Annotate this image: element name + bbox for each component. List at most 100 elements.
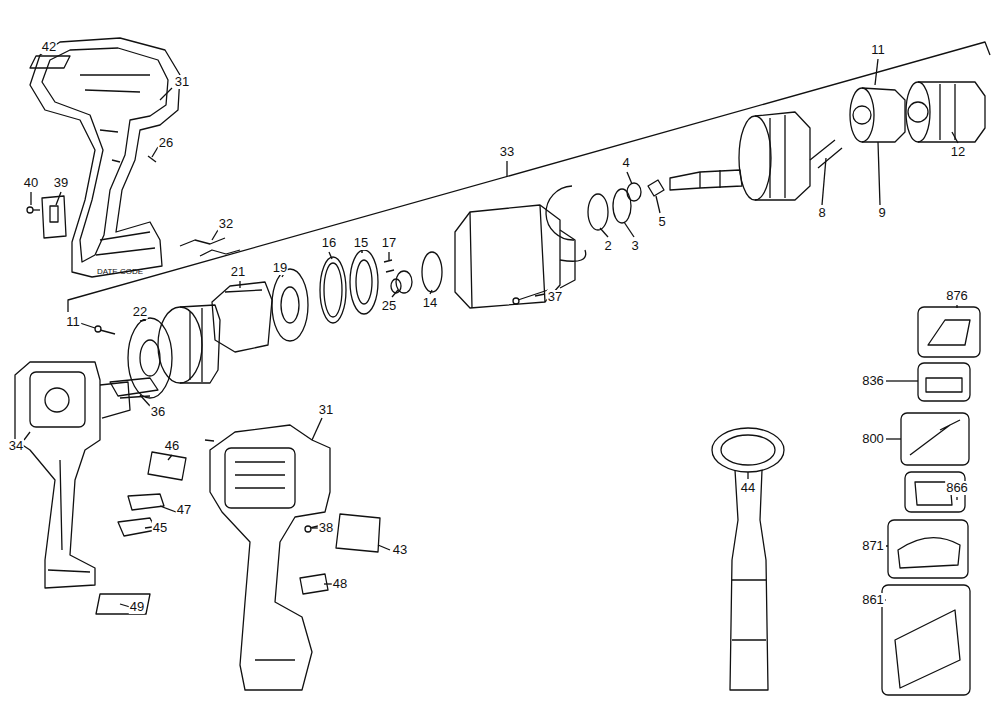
clutch-collar xyxy=(850,88,905,142)
callout-number: 11 xyxy=(870,43,886,57)
callout-number: 11 xyxy=(65,315,81,329)
leader-line xyxy=(212,230,218,240)
circuit-board xyxy=(212,282,272,352)
callout-number: 15 xyxy=(353,236,369,250)
retaining-ring xyxy=(588,194,608,230)
leader-line xyxy=(24,59,958,607)
stator-end xyxy=(272,269,308,341)
leader-line xyxy=(956,305,957,308)
side-handle xyxy=(730,470,768,690)
leader-line xyxy=(56,192,61,205)
side-handle xyxy=(712,428,784,472)
sticker xyxy=(300,574,328,594)
washer xyxy=(627,183,641,201)
callout-number: 38 xyxy=(318,521,334,535)
motor xyxy=(158,305,220,383)
pin xyxy=(205,440,214,441)
accessory-box xyxy=(882,307,980,695)
switch-part xyxy=(118,518,156,536)
screw xyxy=(513,290,548,304)
screw xyxy=(518,290,548,300)
housing-half xyxy=(96,232,155,255)
callout-number: 22 xyxy=(132,305,148,319)
leader-line xyxy=(886,438,901,439)
callout-number: 12 xyxy=(950,145,966,159)
ring-gear xyxy=(739,112,810,200)
accessory-box xyxy=(895,610,960,688)
leader-line xyxy=(656,196,660,213)
callout-number: 17 xyxy=(381,236,397,250)
retaining-ring xyxy=(613,189,631,223)
callout-number: 43 xyxy=(392,543,408,557)
leader-line xyxy=(624,222,634,237)
callout-number: 45 xyxy=(152,521,168,535)
callout-number: 39 xyxy=(53,176,69,190)
motor xyxy=(158,307,202,383)
sticker xyxy=(300,574,328,594)
clutch-collar xyxy=(862,88,905,142)
callout-number: 32 xyxy=(218,217,234,231)
bushing xyxy=(391,271,412,293)
leader-line xyxy=(430,290,432,294)
callout-number: 3 xyxy=(630,239,639,253)
motor-housing xyxy=(100,382,130,418)
switch-part xyxy=(128,494,164,510)
bracket xyxy=(68,42,990,312)
leader-line xyxy=(168,455,172,460)
leader-line xyxy=(886,545,888,546)
callout-number: 48 xyxy=(332,577,348,591)
housing-half xyxy=(42,48,168,262)
clutch-collar xyxy=(853,106,871,124)
leader-line xyxy=(956,497,957,500)
callout-number: 5 xyxy=(657,215,666,229)
leader-line xyxy=(140,320,146,321)
callout-number: 836 xyxy=(861,374,885,388)
sticker xyxy=(148,452,186,480)
leader-line xyxy=(627,172,632,184)
leader-line xyxy=(392,290,398,297)
accessory-box xyxy=(901,413,969,465)
callout-number: 21 xyxy=(230,265,246,279)
accessory-box xyxy=(898,538,960,568)
motor-housing xyxy=(15,362,130,588)
housing-half xyxy=(225,448,295,508)
baffle xyxy=(350,250,378,314)
callout-number: 866 xyxy=(945,481,969,495)
sticker xyxy=(148,452,186,480)
leader-line xyxy=(378,545,390,550)
callout-number: 2 xyxy=(603,239,612,253)
baffle xyxy=(356,260,372,304)
leader-line xyxy=(506,161,507,176)
circuit-board xyxy=(225,290,262,292)
chuck xyxy=(906,82,985,142)
gear-housing xyxy=(455,205,586,308)
housing-half xyxy=(235,462,285,488)
callout-number: 42 xyxy=(41,40,57,54)
callout-number: 47 xyxy=(176,503,192,517)
gear-housing xyxy=(560,230,575,288)
callout-number: 14 xyxy=(422,296,438,310)
motor-housing xyxy=(15,362,100,588)
screw xyxy=(100,330,115,334)
ring-gear xyxy=(755,112,810,200)
callout-number: 36 xyxy=(150,405,166,419)
housing-half xyxy=(80,75,150,162)
leader-line xyxy=(952,132,958,143)
leader-line xyxy=(30,192,31,205)
callout-number: 8 xyxy=(817,206,826,220)
leader-line xyxy=(875,59,878,85)
washer xyxy=(627,180,664,201)
printed-text: DATE CODE xyxy=(96,267,144,276)
clip xyxy=(180,238,225,246)
bracket xyxy=(68,42,990,312)
switch-part xyxy=(120,396,150,398)
accessory-box xyxy=(882,585,970,695)
housing-half xyxy=(30,38,180,277)
plate xyxy=(50,206,58,222)
callout-number: 26 xyxy=(158,136,174,150)
side-handle xyxy=(712,428,784,690)
motor xyxy=(180,305,220,383)
callout-number: 44 xyxy=(740,481,756,495)
leader-line xyxy=(600,228,608,237)
callout-number: 9 xyxy=(877,206,886,220)
